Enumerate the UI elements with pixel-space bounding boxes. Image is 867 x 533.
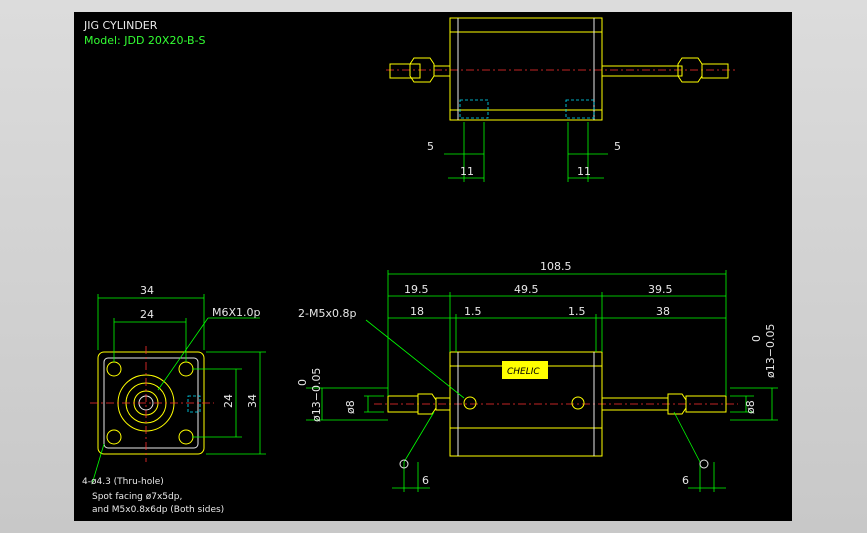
section-marker-left <box>399 459 409 469</box>
dim-end-width-inner: 24 <box>140 308 154 321</box>
hole-note: 4-ø4.3 (Thru-hole) <box>82 477 164 487</box>
spot-note-2: and M5x0.8x6dp (Both sides) <box>92 505 224 515</box>
top-right-rod <box>601 65 683 77</box>
top-dim-lines <box>444 122 608 182</box>
top-left-slot-hidden <box>459 99 489 119</box>
mount-hole-tr <box>178 361 194 377</box>
dim-tol-left-bottom: ø13−0.05 <box>310 368 323 422</box>
dim-top-right-width: 11 <box>577 165 591 178</box>
dim-mid-seg: 49.5 <box>514 283 539 296</box>
spot-note-1: Spot facing ø7x5dp, <box>92 492 182 502</box>
top-left-rod-neck <box>433 65 451 77</box>
dim-tol-right-top: 0 <box>750 335 763 342</box>
port-label: 2-M5x0.8p <box>298 307 356 320</box>
top-right-rod-end <box>701 63 729 79</box>
end-port-hidden <box>187 395 201 413</box>
dim-right-seg: 39.5 <box>648 283 673 296</box>
dim-end-height-outer: 34 <box>246 394 259 408</box>
top-body-outline <box>449 17 603 121</box>
dim-left-bottom: 6 <box>422 474 429 487</box>
top-left-rod <box>389 63 421 79</box>
side-dim-lines <box>306 270 778 492</box>
dim-top-left-width: 11 <box>460 165 474 178</box>
thread-label: M6X1.0p <box>212 306 261 319</box>
dim-right-bottom: 6 <box>682 474 689 487</box>
mount-hole-bl <box>106 429 122 445</box>
dim-rod-dia-left: ø8 <box>344 400 357 414</box>
dim-overall-length: 108.5 <box>540 260 572 273</box>
top-left-nut <box>409 57 435 83</box>
side-left-rod-neck <box>435 397 451 411</box>
brand-plate <box>502 361 548 379</box>
top-view: 5 11 5 11 <box>386 17 736 182</box>
dim-top-left-slot: 5 <box>427 140 434 153</box>
brand-label: CHELIC <box>507 367 540 377</box>
dim-top-right-slot: 5 <box>614 140 621 153</box>
model-label: Model: JDD 20X20-B-S <box>84 34 206 47</box>
drawing-sheet[interactable]: JIG CYLINDER Model: JDD 20X20-B-S <box>74 12 792 521</box>
dim-port-offset: 18 <box>410 305 424 318</box>
dim-tol-right-bottom: ø13−0.05 <box>764 324 777 378</box>
end-view: 34 24 24 34 M6X1.0p 4-ø4.3 (Thru-hole) S… <box>82 284 266 515</box>
dim-right-gap: 1.5 <box>568 305 586 318</box>
side-view: CHELIC <box>296 260 778 492</box>
top-right-nut <box>677 57 703 83</box>
cad-drawing: JIG CYLINDER Model: JDD 20X20-B-S <box>82 17 778 515</box>
dim-end-width-outer: 34 <box>140 284 154 297</box>
section-marker-right <box>699 459 709 469</box>
dim-left-seg: 19.5 <box>404 283 429 296</box>
dim-right-rod: 38 <box>656 305 670 318</box>
drawing-title: JIG CYLINDER <box>83 19 158 32</box>
dim-end-height-inner: 24 <box>222 394 235 408</box>
top-right-slot-hidden <box>565 99 595 119</box>
end-dim-lines <box>91 294 266 485</box>
port-left <box>463 396 477 410</box>
dim-tol-left-top: 0 <box>296 379 309 386</box>
dim-rod-dia-right: ø8 <box>744 400 757 414</box>
side-right-rod-end <box>685 395 727 413</box>
mount-hole-tl <box>106 361 122 377</box>
port-right <box>571 396 585 410</box>
dim-left-gap: 1.5 <box>464 305 482 318</box>
mount-hole-br <box>178 429 194 445</box>
